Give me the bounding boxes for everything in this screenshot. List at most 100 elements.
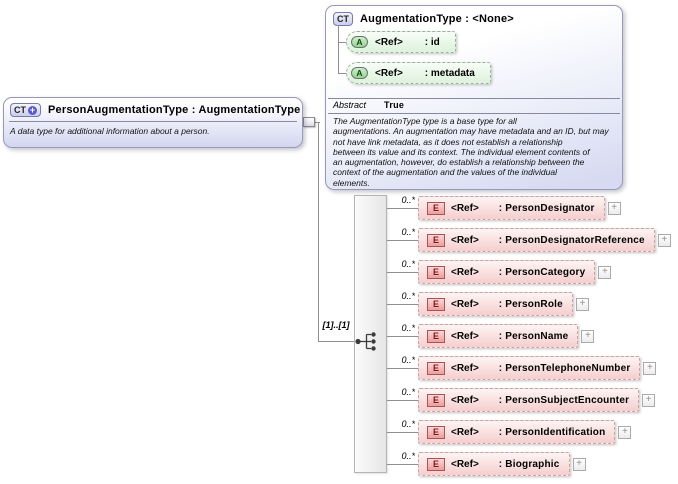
abstract-label: Abstract [333, 100, 367, 110]
expand-icon[interactable]: + [642, 393, 656, 407]
plus-glyph: + [611, 202, 618, 213]
cardinality-label: 0..* [401, 323, 415, 333]
element-box[interactable]: E <Ref> : PersonIdentification [418, 420, 616, 444]
element-name: : Biographic [498, 458, 560, 470]
plus-glyph: + [601, 266, 608, 277]
connector-line [318, 341, 362, 342]
element-box[interactable]: E <Ref> : PersonCategory [418, 260, 596, 284]
type-header: CT AugmentationType : <None> [326, 6, 622, 26]
element-row: 0..* E <Ref> : PersonCategory + [387, 259, 612, 285]
element-name: : PersonSubjectEncounter [498, 394, 630, 406]
sequence-icon[interactable] [354, 331, 381, 352]
element-row: 0..* E <Ref> : PersonTelephoneNumber + [387, 355, 657, 381]
element-badge: E [427, 265, 445, 279]
element-name: : PersonName [498, 330, 569, 342]
expand-icon[interactable]: + [581, 329, 595, 343]
ref-label: <Ref> [375, 67, 403, 79]
element-name: : PersonRole [498, 298, 563, 310]
badge-label: CT [14, 105, 26, 115]
connector-line [338, 73, 347, 74]
element-row: 0..* E <Ref> : PersonName + [387, 323, 595, 349]
plus-glyph: + [647, 362, 653, 373]
type-header: CT + PersonAugmentationType : Augmentati… [4, 98, 302, 120]
element-row: 0..* E <Ref> : PersonIdentification + [387, 419, 632, 445]
element-row: 0..* E <Ref> : Biographic + [387, 451, 586, 477]
connector-line [387, 303, 418, 305]
plus-glyph: + [579, 298, 586, 309]
connector-line [387, 431, 418, 433]
plus-glyph: + [661, 234, 668, 245]
expand-icon[interactable]: + [643, 361, 657, 375]
expand-icon[interactable]: + [657, 233, 671, 247]
element-badge: E [427, 393, 445, 407]
ref-label: <Ref> [451, 426, 479, 438]
element-row: 0..* E <Ref> : PersonDesignator + [387, 195, 621, 221]
cardinality-label: 0..* [401, 227, 415, 237]
expand-icon[interactable]: + [575, 297, 589, 311]
cardinality-label: 0..* [401, 259, 415, 269]
element-name: : PersonDesignatorReference [498, 234, 645, 246]
ref-label: <Ref> [451, 266, 479, 278]
element-badge: E [427, 457, 445, 471]
plus-glyph: + [585, 330, 591, 341]
element-box[interactable]: E <Ref> : PersonName [418, 324, 579, 348]
ref-label: <Ref> [451, 298, 479, 310]
connector-line [387, 399, 418, 401]
connector-line [387, 367, 418, 369]
plus-glyph: + [576, 458, 582, 469]
person-augmentation-type-box[interactable]: CT + PersonAugmentationType : Augmentati… [3, 97, 303, 148]
element-name: : PersonCategory [498, 266, 586, 278]
connector-line [387, 239, 418, 241]
cardinality-label: 0..* [401, 291, 415, 301]
cardinality-label: 0..* [401, 355, 415, 365]
element-badge: E [427, 361, 445, 375]
divider [328, 113, 620, 114]
element-box[interactable]: E <Ref> : PersonTelephoneNumber [418, 356, 641, 380]
divider [9, 121, 297, 122]
attribute-box-metadata[interactable]: A <Ref> : metadata [346, 62, 491, 84]
derived-plus-icon: + [28, 104, 37, 115]
attribute-badge: A [351, 67, 368, 79]
attribute-box-id[interactable]: A <Ref> : id [346, 31, 456, 53]
connector-line [315, 122, 320, 123]
ref-label: <Ref> [451, 234, 479, 246]
element-name: : PersonIdentification [498, 426, 606, 438]
element-box[interactable]: E <Ref> : PersonDesignatorReference [418, 228, 655, 252]
element-badge: E [427, 233, 445, 247]
element-badge: E [427, 297, 445, 311]
element-box[interactable]: E <Ref> : Biographic [418, 452, 570, 476]
complex-type-badge: CT + [10, 103, 41, 117]
element-name: : PersonDesignator [498, 202, 595, 214]
element-row: 0..* E <Ref> : PersonSubjectEncounter + [387, 387, 656, 413]
connector-handle[interactable] [303, 117, 315, 127]
element-name: : PersonTelephoneNumber [498, 362, 631, 374]
ref-label: <Ref> [375, 36, 403, 48]
attribute-name: : id [424, 36, 440, 48]
augmentation-type-box[interactable]: CT AugmentationType : <None> A <Ref> : i… [325, 5, 623, 190]
element-row: 0..* E <Ref> : PersonRole + [387, 291, 589, 317]
cardinality-label: 0..* [401, 419, 415, 429]
connector-line [387, 271, 418, 273]
connector-line [387, 207, 418, 209]
cardinality-label: 0..* [401, 451, 415, 461]
element-box[interactable]: E <Ref> : PersonRole [418, 292, 573, 316]
type-annotation: A data type for additional information a… [10, 126, 210, 136]
divider [328, 98, 620, 99]
expand-icon[interactable]: + [607, 201, 621, 215]
expand-icon[interactable]: + [572, 457, 586, 471]
expand-icon[interactable]: + [618, 425, 632, 439]
type-annotation: The AugmentationType type is a base type… [333, 116, 609, 188]
ref-label: <Ref> [451, 362, 479, 374]
abstract-row: Abstract True [333, 100, 404, 110]
attribute-badge: A [351, 36, 368, 48]
abstract-value: True [384, 100, 405, 110]
cardinality-label: 0..* [401, 195, 415, 205]
connector-line [338, 42, 347, 43]
expand-icon[interactable]: + [598, 265, 612, 279]
type-title: PersonAugmentationType : AugmentationTyp… [48, 104, 301, 116]
element-box[interactable]: E <Ref> : PersonDesignator [418, 196, 605, 220]
element-badge: E [427, 201, 445, 215]
ref-label: <Ref> [451, 394, 479, 406]
element-box[interactable]: E <Ref> : PersonSubjectEncounter [418, 388, 640, 412]
